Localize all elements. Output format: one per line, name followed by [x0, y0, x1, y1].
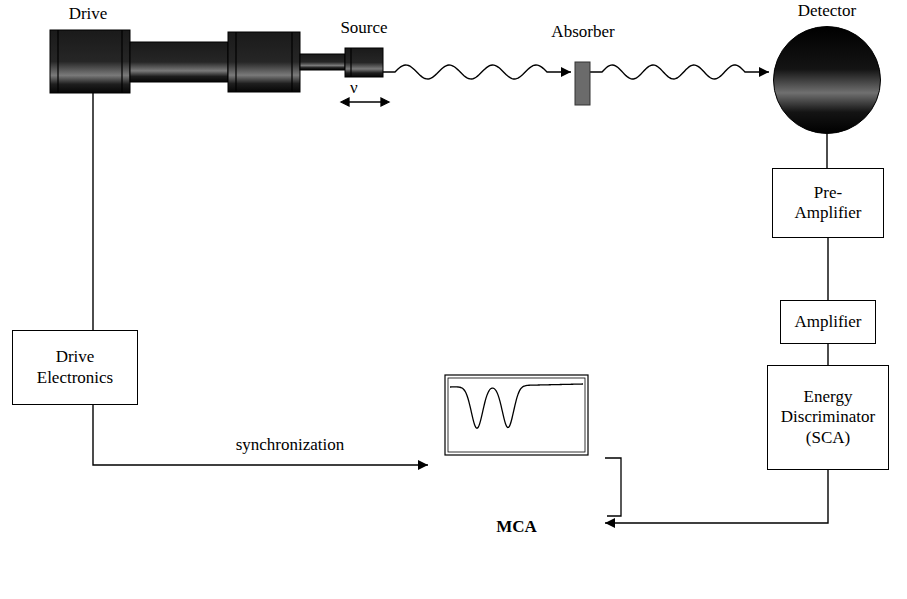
detector-body	[773, 26, 881, 134]
signal-line	[827, 344, 828, 365]
mca-label: MCA	[428, 517, 605, 537]
source-ridge	[350, 48, 351, 77]
source-capsule: Source	[345, 48, 383, 77]
box-label: Energy Discriminator (SCA)	[778, 387, 878, 448]
absorber-rect	[575, 62, 590, 105]
signal-line	[827, 238, 828, 300]
screen-frame	[445, 375, 588, 455]
part-name: Detector	[798, 1, 857, 21]
drive-block	[300, 54, 345, 70]
drive-electronics-box: Drive Electronics	[12, 330, 138, 405]
amplifier-box: Amplifier	[780, 300, 876, 344]
spectrum-curve	[450, 384, 583, 428]
signal-line	[605, 470, 828, 523]
velocity-double-arrow	[341, 98, 389, 106]
detector-sphere: Detector	[773, 26, 881, 134]
detector-circle	[774, 27, 881, 134]
part-name: Absorber	[551, 22, 614, 42]
source-body	[345, 48, 383, 77]
box-label: Amplifier	[794, 312, 861, 332]
gamma-ray-arrow	[383, 65, 571, 79]
drive-block	[50, 30, 130, 93]
drive-block	[228, 32, 300, 92]
mca-input-notch	[605, 458, 621, 516]
mca-screen	[428, 365, 605, 570]
part-name: Drive	[69, 4, 108, 24]
drive-body	[50, 30, 345, 93]
drive-ridge	[57, 30, 58, 93]
source-block	[345, 48, 383, 77]
box-label: Drive Electronics	[23, 347, 127, 388]
screen-inner	[448, 378, 585, 452]
absorber-plate: Absorber	[575, 62, 590, 105]
drive-block	[130, 42, 228, 82]
absorber-body	[575, 62, 590, 105]
signal-name: synchronization	[234, 435, 347, 455]
velocity-symbol: ν	[350, 78, 358, 98]
discriminator-box: Energy Discriminator (SCA)	[767, 365, 889, 470]
box-label: Pre- Amplifier	[783, 183, 873, 224]
drive-ridge	[235, 32, 236, 92]
drive-ridge	[291, 32, 292, 92]
drive-ridge	[121, 30, 122, 93]
drive-unit: Drive	[50, 30, 345, 93]
preamplifier-box: Pre- Amplifier	[772, 168, 884, 238]
signal-line	[93, 405, 428, 465]
signal-line	[92, 93, 93, 330]
gamma-ray-arrow	[590, 65, 769, 79]
part-name: Source	[340, 18, 387, 38]
signal-line	[826, 134, 827, 168]
mca-unit: MCA	[428, 365, 605, 570]
